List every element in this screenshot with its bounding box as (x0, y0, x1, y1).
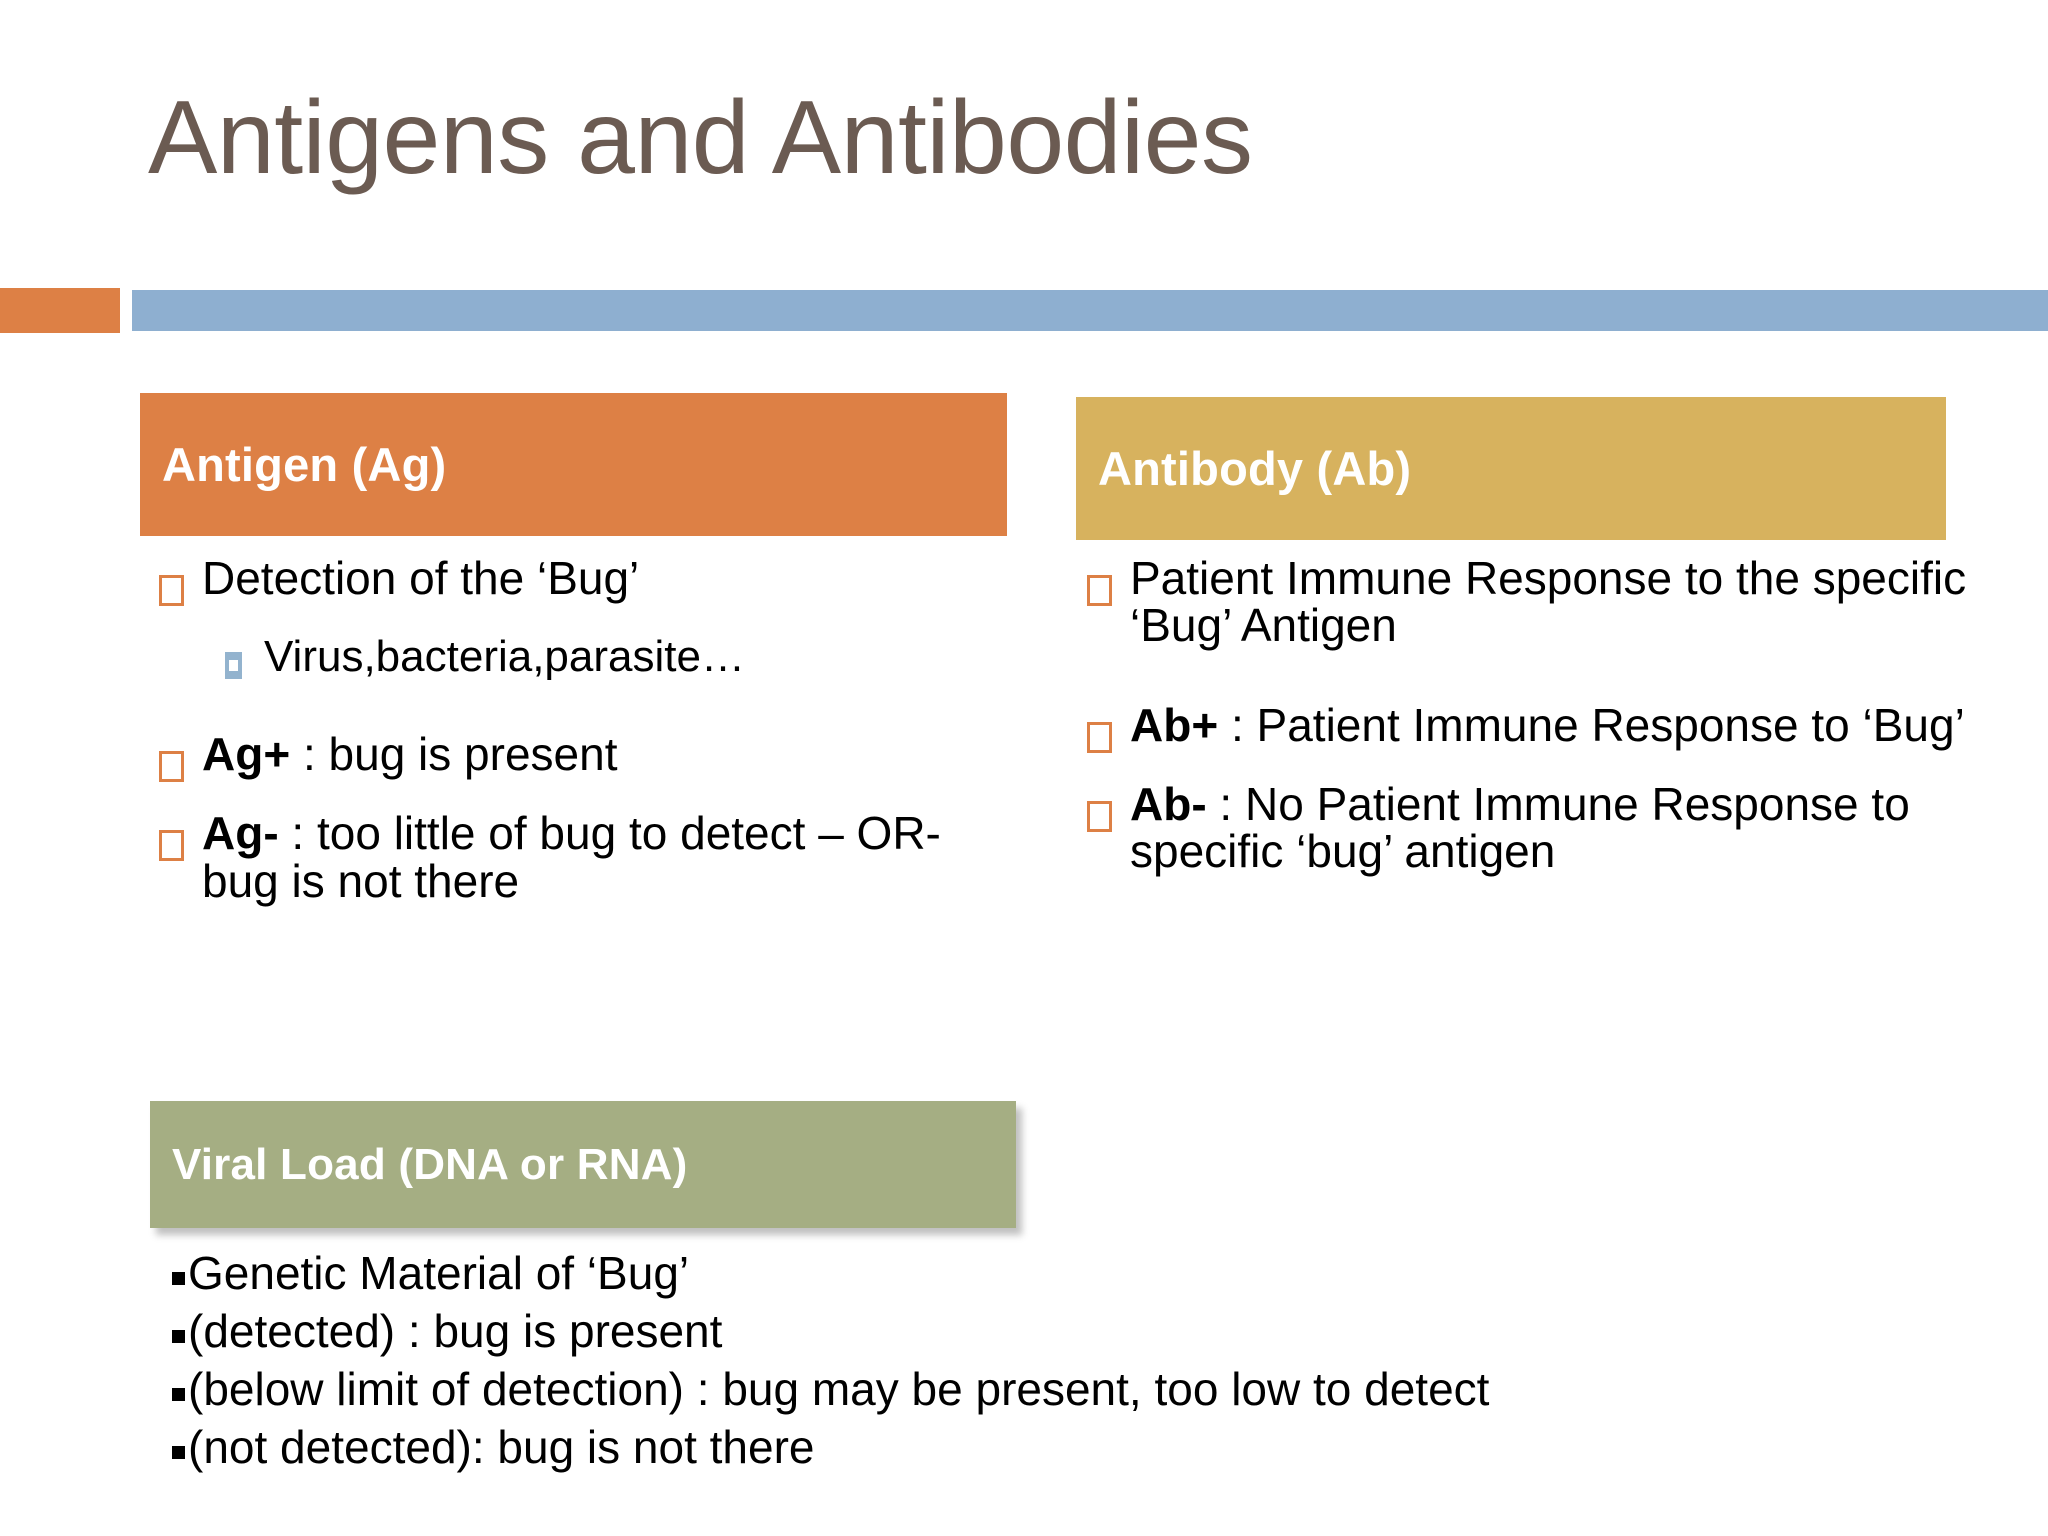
list-item: Ag+ : bug is present (140, 731, 1020, 783)
antibody-banner: Antibody (Ab) (1076, 397, 1946, 540)
list-item-rest: : Patient Immune Response to ‘Bug’ (1218, 698, 1965, 751)
list-item-label: (below limit of detection) : bug may be … (188, 1363, 1490, 1415)
antigen-banner-label: Antigen (Ag) (162, 438, 447, 491)
list-item-label: (detected) : bug is present (188, 1305, 723, 1357)
list-item: (below limit of detection) : bug may be … (168, 1366, 1968, 1412)
list-item-label: Ag+ : bug is present (202, 731, 1020, 778)
bullet-square-icon (1068, 781, 1130, 832)
list-item: Patient Immune Response to the specific … (1068, 552, 2048, 652)
list-item: Detection of the ‘Bug’ (140, 552, 1020, 606)
bullet-square-icon (1068, 555, 1130, 606)
list-item-label: Patient Immune Response to the specific … (1130, 552, 1967, 652)
list-item-rest: : too little of bug to detect – OR- bug … (202, 807, 941, 907)
list-item: Ab- : No Patient Immune Response to spec… (1068, 777, 2048, 878)
bullet-filled-square-icon (168, 1308, 188, 1343)
header-accent-bar-blue (132, 290, 2048, 331)
list-item: Ab+ : Patient Immune Response to ‘Bug’ (1068, 698, 2048, 753)
list-item-label: Ab- : No Patient Immune Response to spec… (1130, 777, 2048, 878)
bullet-filled-square-icon (168, 1366, 188, 1401)
list-item-label: Ag- : too little of bug to detect – OR- … (202, 810, 1020, 905)
list-item-label: Virus,bacteria,parasite… (264, 632, 745, 681)
bullet-square-icon (140, 555, 202, 606)
list-item: (detected) : bug is present (168, 1308, 1968, 1354)
list-item: Genetic Material of ‘Bug’ (168, 1250, 1968, 1296)
bullet-filled-square-icon (168, 1424, 188, 1459)
antibody-bullet-list: Patient Immune Response to the specific … (1068, 552, 2048, 878)
viral-load-banner-label: Viral Load (DNA or RNA) (172, 1139, 688, 1189)
list-item-lead: Ag+ (202, 728, 291, 781)
list-item-label: Ab+ : Patient Immune Response to ‘Bug’ (1130, 698, 2048, 751)
page-title: Antigens and Antibodies (148, 80, 1253, 196)
list-item: Ag- : too little of bug to detect – OR- … (140, 810, 1020, 905)
list-item-lead: Ag- (202, 807, 279, 860)
bullet-filled-square-icon (168, 1250, 188, 1285)
list-item-rest: : bug is present (290, 728, 618, 781)
header-accent-bar-orange (0, 288, 120, 333)
list-item-lead: Ab- (1130, 777, 1207, 830)
bullet-square-icon (1068, 702, 1130, 753)
viral-load-banner: Viral Load (DNA or RNA) (150, 1101, 1016, 1228)
list-item: Virus,bacteria,parasite… (140, 634, 1020, 679)
list-item-label: Detection of the ‘Bug’ (202, 552, 640, 604)
antigen-banner: Antigen (Ag) (140, 393, 1007, 536)
antibody-banner-label: Antibody (Ab) (1098, 442, 1412, 495)
antigen-bullet-list: Detection of the ‘Bug’ Virus,bacteria,pa… (140, 552, 1020, 905)
viral-load-bullet-list: Genetic Material of ‘Bug’ (detected) : b… (168, 1250, 1968, 1470)
list-item-label: Genetic Material of ‘Bug’ (188, 1247, 690, 1299)
list-item-lead: Ab+ (1130, 698, 1219, 751)
list-item: (not detected): bug is not there (168, 1424, 1968, 1470)
list-item-rest: : No Patient Immune Response to specific… (1130, 777, 1910, 878)
bullet-square-icon (140, 731, 202, 783)
bullet-square-sub-icon (202, 634, 264, 679)
list-item-label: (not detected): bug is not there (188, 1421, 815, 1473)
bullet-square-icon (140, 810, 202, 862)
